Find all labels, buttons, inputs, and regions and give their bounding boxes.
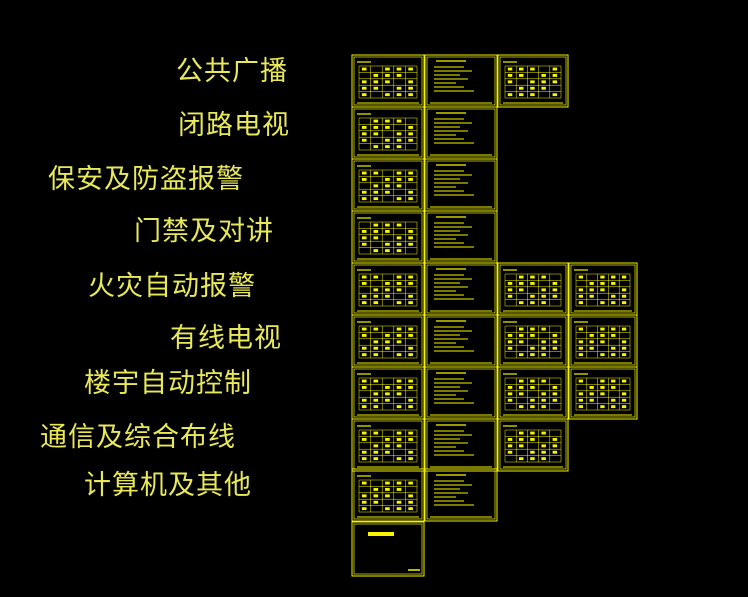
label-security-alarm: 保安及防盗报警 <box>48 164 244 195</box>
drawing-sheet-cover <box>351 521 425 577</box>
label-fire-alarm: 火灾自动报警 <box>88 271 256 302</box>
label-access-control: 门禁及对讲 <box>134 216 274 247</box>
drawing-sheet-thumbnail <box>424 468 498 522</box>
drawing-sheet-thumbnail <box>351 418 425 472</box>
label-building-automation: 楼宇自动控制 <box>84 368 252 399</box>
drawing-sheet-thumbnail <box>568 262 638 316</box>
label-computer-other: 计算机及其他 <box>84 470 252 501</box>
drawing-sheet-thumbnail <box>424 210 498 264</box>
drawing-sheet-thumbnail <box>497 54 569 108</box>
label-cable-tv: 有线电视 <box>170 323 282 354</box>
drawing-sheet-thumbnail <box>424 314 498 368</box>
drawing-sheet-thumbnail <box>351 262 425 316</box>
drawing-sheet-thumbnail <box>497 314 569 368</box>
drawing-sheet-thumbnail <box>424 54 498 108</box>
drawing-sheet-thumbnail <box>568 314 638 368</box>
drawing-sheet-thumbnail <box>351 210 425 264</box>
drawing-sheet-thumbnail <box>351 366 425 420</box>
drawing-sheet-thumbnail <box>351 54 425 108</box>
drawing-sheet-thumbnail <box>424 158 498 212</box>
label-public-broadcast: 公共广播 <box>176 56 288 87</box>
drawing-sheet-thumbnail <box>568 366 638 420</box>
drawing-sheet-thumbnail <box>424 106 498 160</box>
drawing-sheet-thumbnail <box>497 366 569 420</box>
drawing-sheet-thumbnail <box>424 366 498 420</box>
drawing-sheet-thumbnail <box>351 314 425 368</box>
drawing-sheet-thumbnail <box>351 158 425 212</box>
label-telecom-cabling: 通信及综合布线 <box>40 422 236 453</box>
drawing-sheet-thumbnail <box>497 262 569 316</box>
drawing-sheet-thumbnail <box>351 106 425 160</box>
drawing-sheet-thumbnail <box>424 418 498 472</box>
drawing-sheet-thumbnail <box>351 468 425 522</box>
label-cctv: 闭路电视 <box>178 110 290 141</box>
drawing-sheet-thumbnail <box>497 418 569 472</box>
drawing-sheet-thumbnail <box>424 262 498 316</box>
